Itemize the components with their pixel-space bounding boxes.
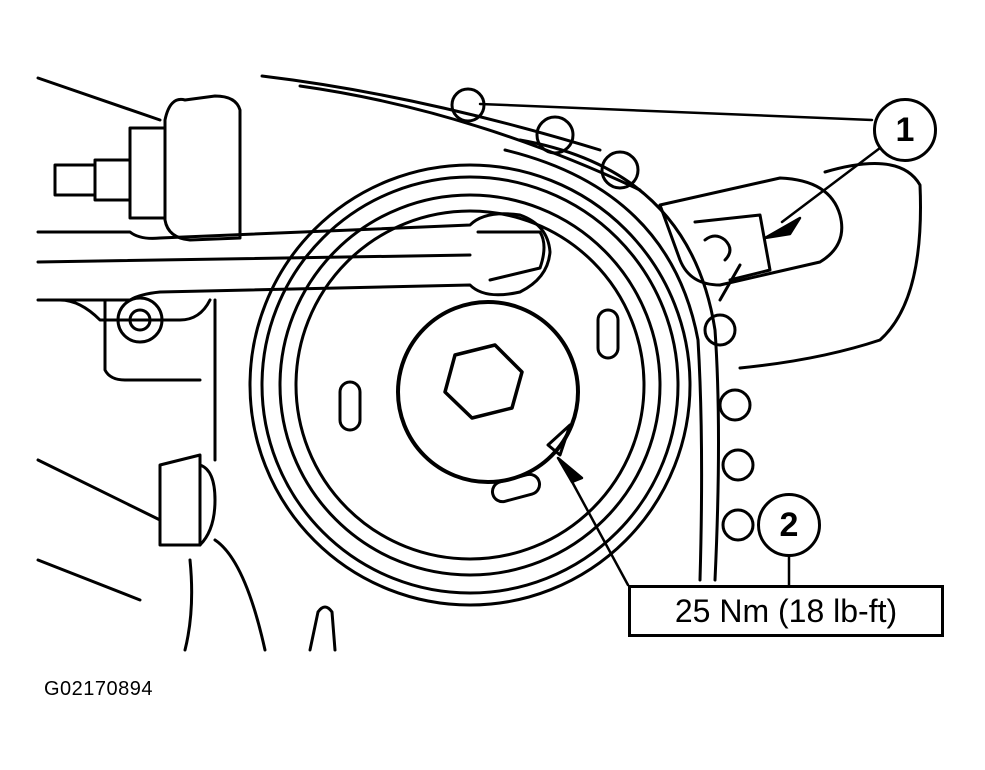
engine-housing [36, 74, 642, 242]
callout-2-leader [556, 456, 791, 587]
crankshaft-pulley [248, 163, 692, 607]
torque-spec-box: 25 Nm (18 lb-ft) [628, 585, 944, 637]
torque-spec-text: 25 Nm (18 lb-ft) [674, 592, 898, 629]
lower-bracket [36, 296, 337, 652]
engine-cover-right [738, 162, 922, 370]
callout-2-circle: 2 [757, 493, 821, 557]
callout-1-label: 1 [895, 110, 915, 149]
wrench-tool [36, 212, 552, 302]
timing-belt [450, 87, 755, 582]
figure-id: G02170894 [44, 678, 154, 700]
callout-1-circle: 1 [873, 98, 937, 162]
callout-1-leader [478, 102, 882, 240]
callout-2-label: 2 [779, 505, 799, 544]
belt-tensioner [658, 176, 844, 302]
